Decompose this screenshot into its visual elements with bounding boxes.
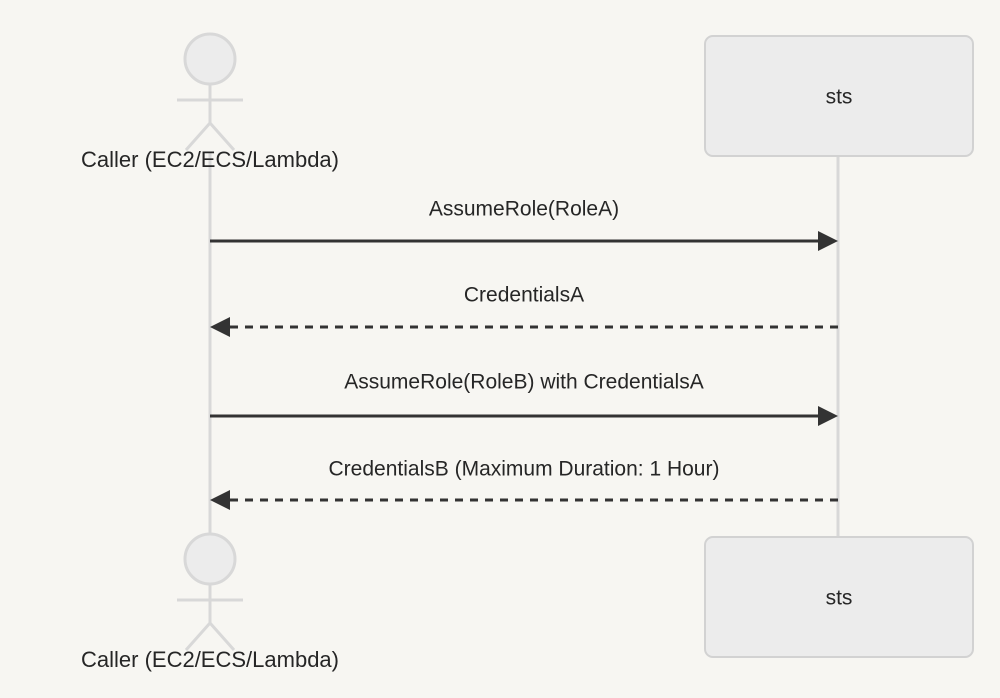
- participant-sts-bottom[interactable]: sts: [704, 536, 974, 658]
- participant-box-icon: [704, 536, 974, 658]
- message-2[interactable]: CredentialsA: [210, 284, 838, 337]
- message-2-label: CredentialsA: [464, 284, 584, 307]
- message-3[interactable]: AssumeRole(RoleB) with CredentialsA: [210, 371, 838, 426]
- message-4-arrowhead-left: [210, 490, 230, 510]
- participant-caller-bottom[interactable]: Caller (EC2/ECS/Lambda): [81, 532, 339, 672]
- message-4[interactable]: CredentialsB (Maximum Duration: 1 Hour): [210, 458, 838, 510]
- lifeline-group: [208, 152, 840, 545]
- participant-label-caller-top: Caller (EC2/ECS/Lambda): [81, 147, 339, 172]
- participant-caller-top[interactable]: Caller (EC2/ECS/Lambda): [81, 32, 339, 172]
- message-1-arrowhead-right: [818, 231, 838, 251]
- message-3-arrowhead-right: [818, 406, 838, 426]
- actor-stick-figure-icon: [177, 532, 243, 651]
- message-1[interactable]: AssumeRole(RoleA): [210, 198, 838, 251]
- participant-box-icon: [704, 35, 974, 157]
- participant-sts-top[interactable]: sts: [704, 35, 974, 157]
- message-3-label: AssumeRole(RoleB) with CredentialsA: [344, 371, 703, 394]
- participant-label-sts-bottom: sts: [826, 587, 853, 610]
- message-1-label: AssumeRole(RoleA): [429, 198, 619, 221]
- participant-label-sts-top: sts: [826, 86, 853, 109]
- actor-stick-figure-icon: [177, 32, 243, 151]
- participant-label-caller-bottom: Caller (EC2/ECS/Lambda): [81, 647, 339, 672]
- message-4-label: CredentialsB (Maximum Duration: 1 Hour): [329, 458, 720, 481]
- message-2-arrowhead-left: [210, 317, 230, 337]
